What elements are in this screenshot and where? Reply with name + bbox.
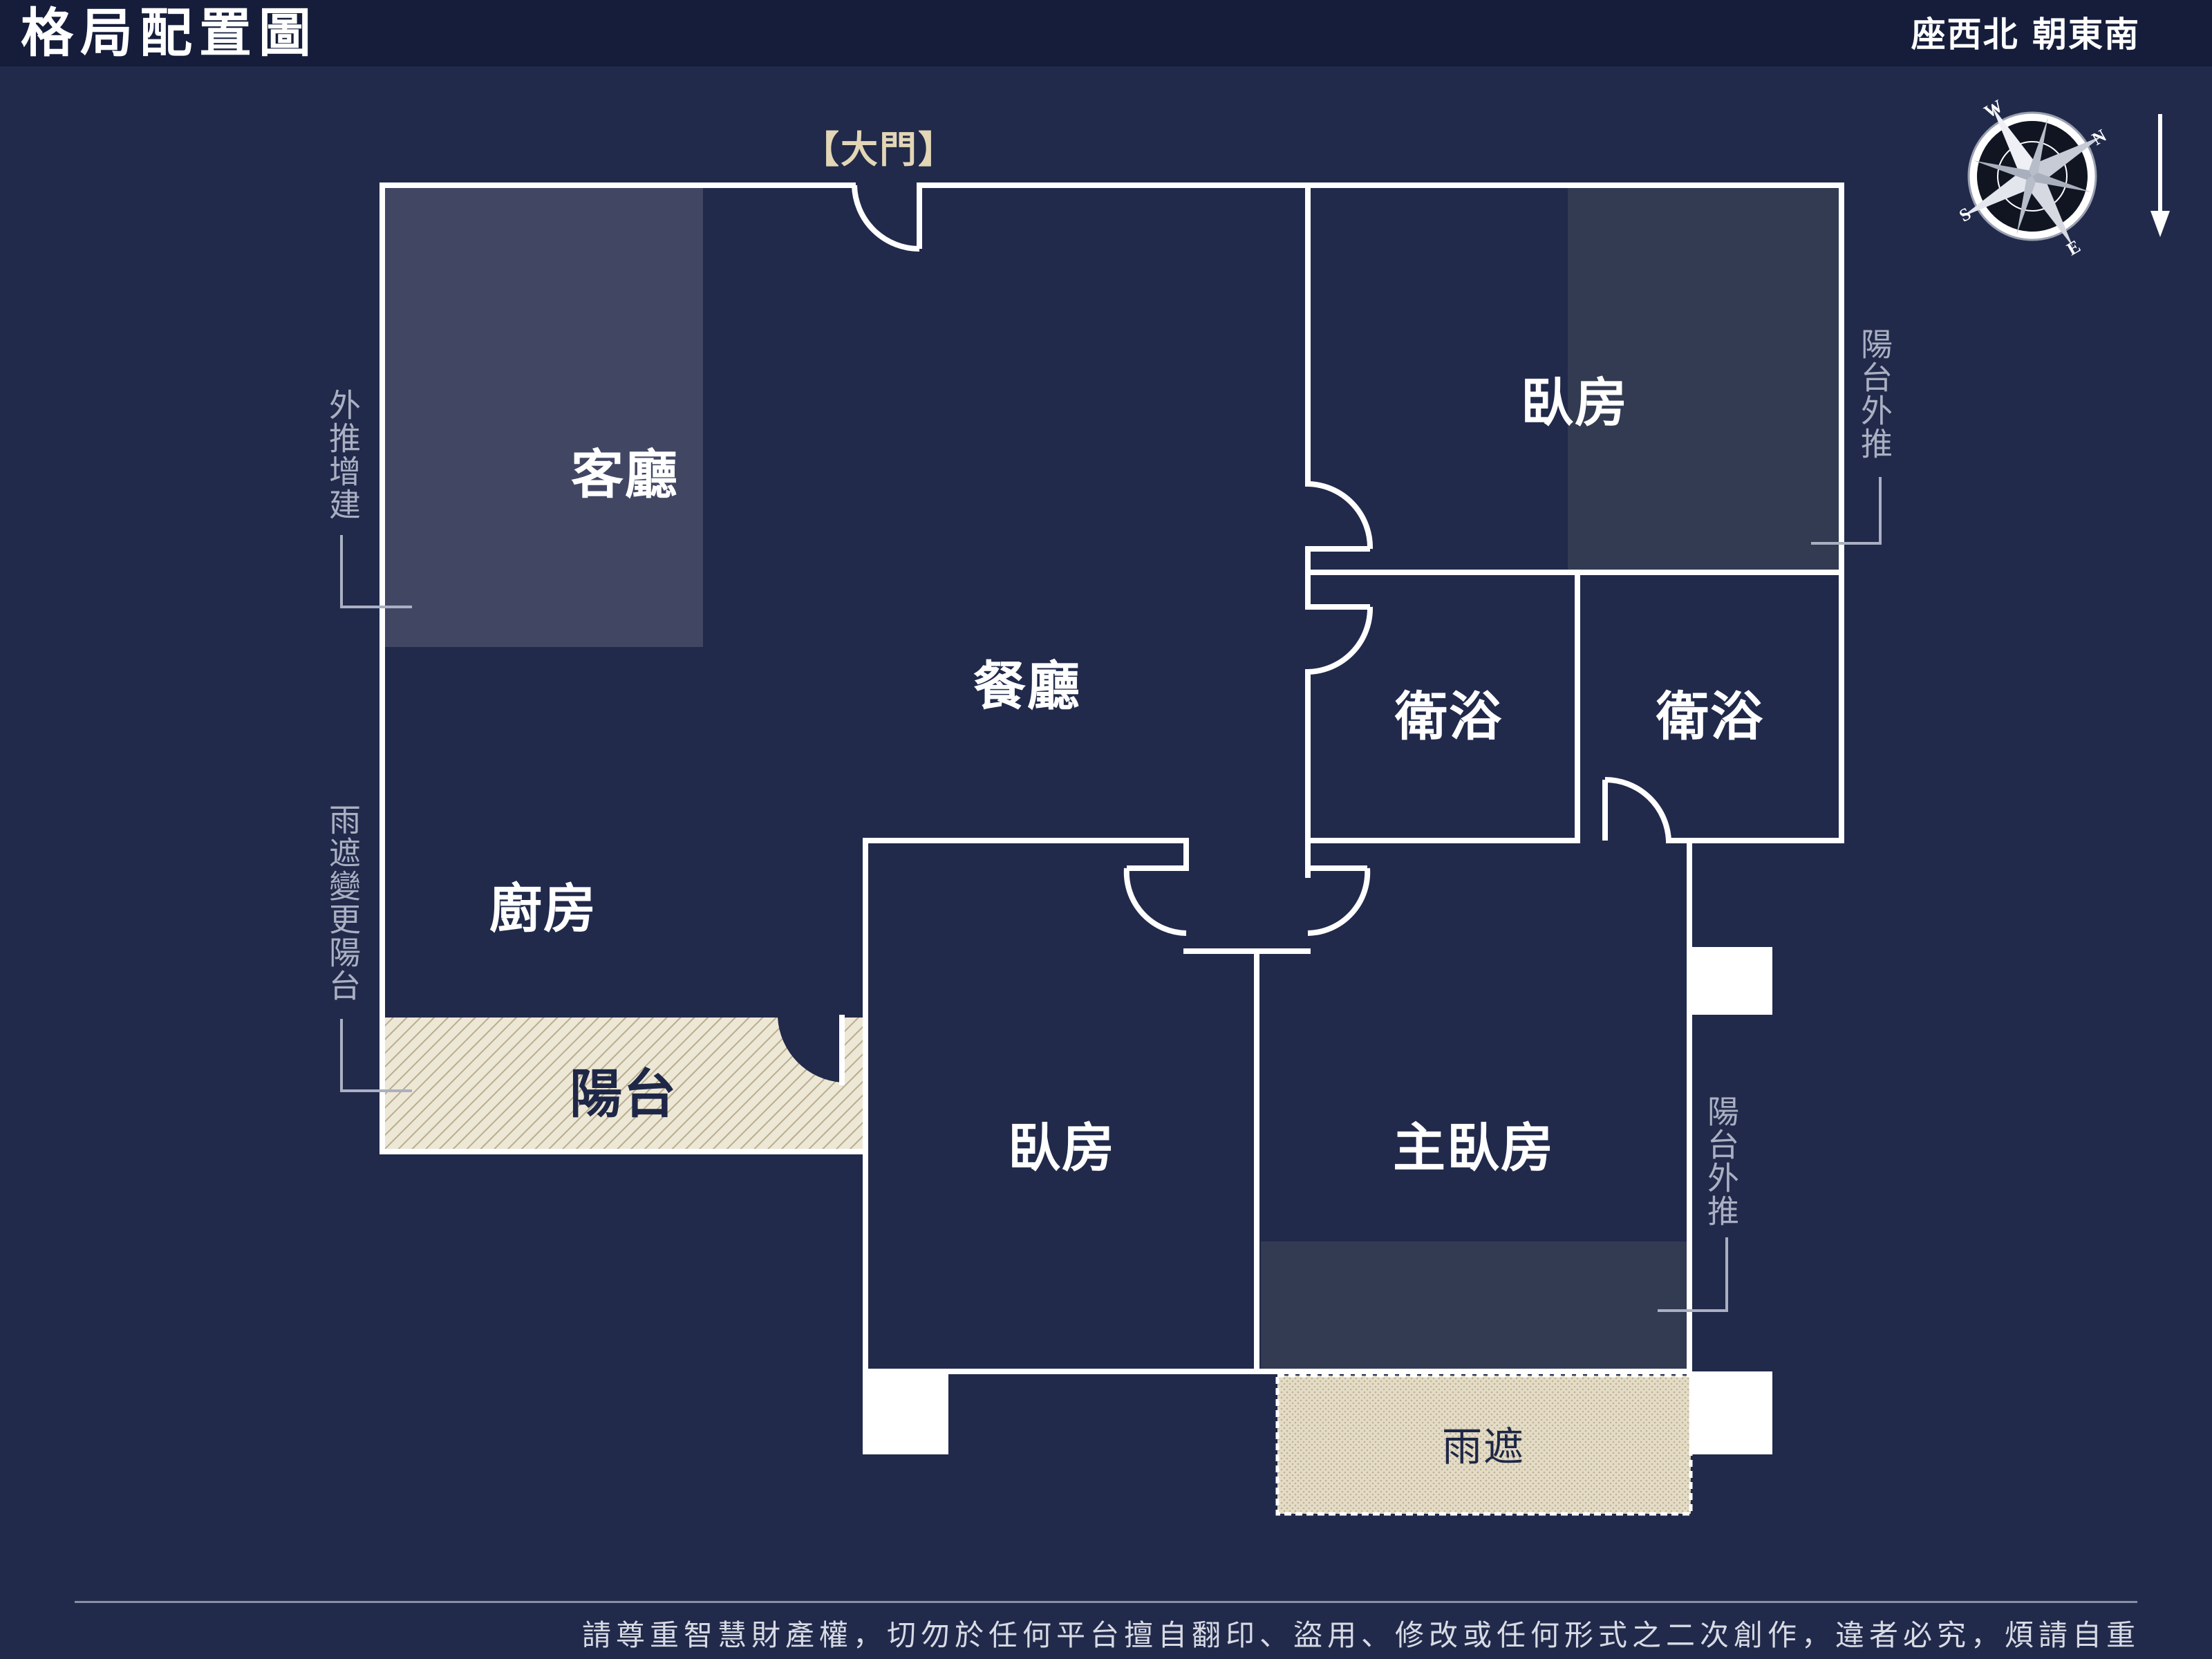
- walls: [379, 182, 1844, 1374]
- main-entrance-label: 【大門】: [802, 128, 957, 171]
- bedroom-bottom-label: 臥房: [1008, 1117, 1116, 1179]
- master-balcony-extension-area: [1261, 1241, 1687, 1369]
- balcony-label: 陽台: [570, 1063, 677, 1125]
- down-arrow-icon: [2150, 114, 2170, 237]
- compass-letter-s: S: [1956, 203, 1974, 225]
- door-swings: [852, 185, 1671, 936]
- kitchen-label: 廚房: [489, 878, 597, 939]
- header-bar: [0, 0, 2212, 66]
- canopy-converted-balcony-note: 雨遮變更陽台: [324, 803, 362, 1002]
- compass-letter-w: W: [1980, 96, 2006, 122]
- master-bedroom-label: 主臥房: [1393, 1117, 1555, 1179]
- balcony-extension-note-right: 陽台外推: [1703, 1095, 1740, 1228]
- annotation-leaders: [340, 477, 1882, 1312]
- bedroom-top-label: 臥房: [1521, 372, 1629, 433]
- living-room-label: 客廳: [571, 444, 679, 505]
- rain-canopy-label: 雨遮: [1441, 1423, 1526, 1470]
- bathroom-left-label: 衛浴: [1395, 686, 1503, 747]
- pillar: [1689, 947, 1772, 1015]
- pillar: [863, 1371, 948, 1454]
- page-title: 格局配置圖: [21, 2, 318, 64]
- pillar: [1689, 1371, 1772, 1454]
- compass-letter-e: E: [2063, 236, 2084, 260]
- living-room-extension-area: [384, 188, 703, 647]
- kitchen-balcony-area: [384, 1018, 863, 1152]
- bedroom-balcony-extension-area: [1568, 188, 1839, 571]
- footer-divider: [75, 1601, 2137, 1603]
- compass-rose-icon: W N E S: [1956, 96, 2108, 260]
- dining-room-label: 餐廳: [973, 655, 1081, 717]
- copyright-disclaimer: 請尊重智慧財產權，切勿於任何平台擅自翻印、盜用、修改或任何形式之二次創作，違者必…: [581, 1618, 2140, 1652]
- bathroom-right-label: 衛浴: [1656, 686, 1764, 747]
- compass-letter-n: N: [2088, 125, 2108, 149]
- balcony-extension-note-top: 陽台外推: [1856, 328, 1893, 460]
- orientation-label: 座西北 朝東南: [1911, 15, 2140, 55]
- outward-extension-note: 外推增建: [324, 388, 362, 521]
